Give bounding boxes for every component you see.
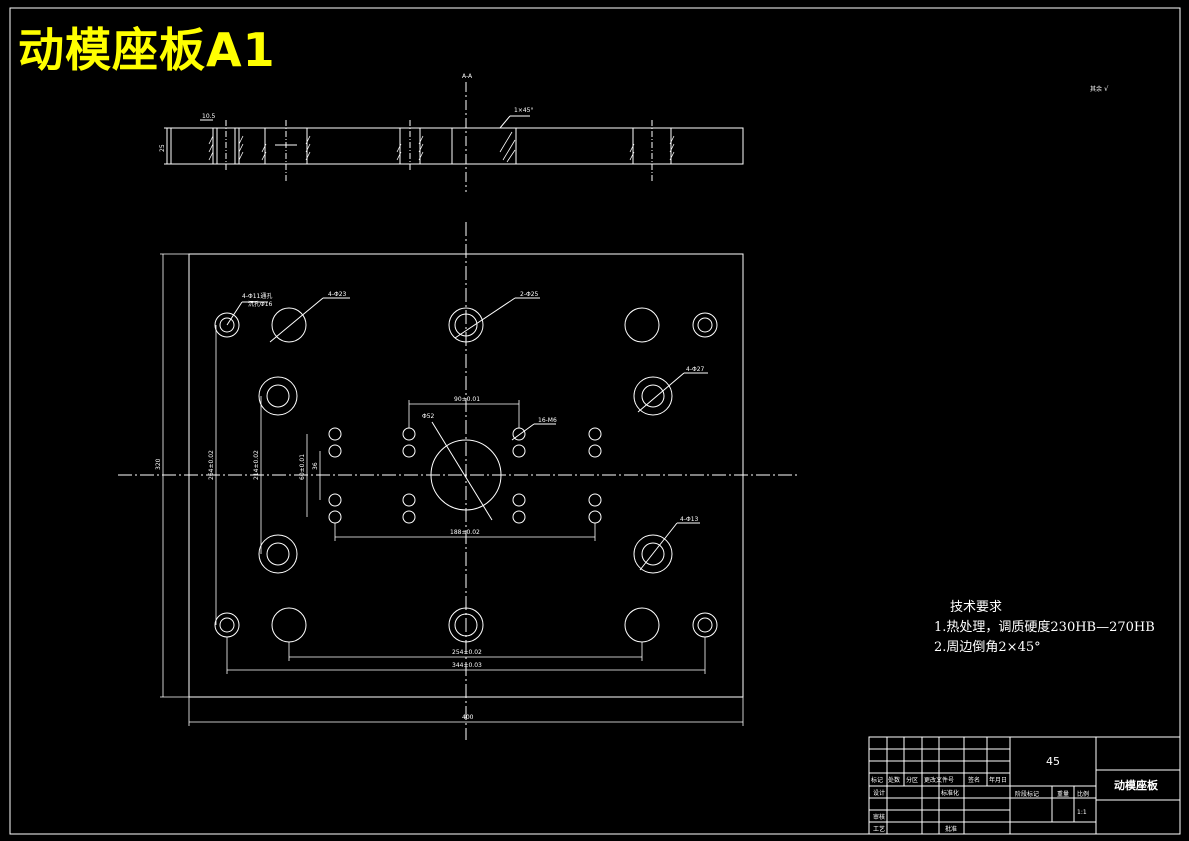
callout-hole-group-c: 4-Φ27	[686, 366, 705, 373]
hole-center	[448, 307, 484, 643]
dim-inner-w1: 254±0.02	[452, 649, 482, 656]
section-hole	[264, 120, 308, 182]
hole-group-b	[271, 307, 660, 643]
label-gongyi: 工艺	[873, 825, 885, 833]
header-biaoji: 标记	[871, 776, 883, 784]
dim-inner-w3: 188±0.02	[450, 529, 480, 536]
tech-requirements-heading: 技术要求	[950, 600, 1003, 615]
dim-inner-h4: 36	[312, 462, 319, 470]
callout-hole-group-a: 4-Φ11通孔	[242, 292, 272, 300]
label-scale: 比例	[1077, 790, 1089, 798]
callout-small-holes: 16-M6	[538, 417, 557, 424]
leader-lines	[226, 297, 708, 571]
label-stage: 阶段标记	[1015, 790, 1039, 798]
tech-requirement-item: 1.热处理，调质硬度230HB—270HB	[934, 620, 1155, 635]
small-holes	[328, 427, 602, 524]
dim-inner-h3: 60±0.01	[299, 454, 306, 480]
callout-hole-group-d: 4-Φ13	[680, 516, 699, 523]
page-title: 动模座板A1	[18, 23, 276, 77]
scale-value: 1:1	[1077, 809, 1087, 816]
plan-view	[118, 222, 800, 740]
section-view	[164, 82, 744, 192]
section-hole	[632, 120, 672, 182]
depth-label: 10.5	[202, 113, 216, 120]
plan-callouts: 4-Φ11通孔 沉孔Φ16 4-Φ23 2-Φ25 4-Φ27 4-Φ13 Φ5…	[155, 291, 705, 721]
chamfer-note: 1×45°	[514, 107, 533, 114]
label-weight: 重量	[1057, 790, 1069, 798]
section-label: A-A	[462, 73, 473, 80]
section-hole	[399, 120, 421, 172]
tech-requirement-item: 2.周边倒角2×45°	[934, 640, 1041, 655]
label-sheji: 设计	[873, 789, 885, 797]
dim-inner-w4: 90±0.01	[454, 396, 480, 403]
header-chushu: 处数	[888, 776, 900, 784]
tech-requirements: 技术要求 1.热处理，调质硬度230HB—270HB 2.周边倒角2×45°	[934, 598, 1155, 658]
dim-inner-h1: 214±0.02	[253, 450, 260, 480]
material: 45	[1046, 755, 1060, 768]
label-biaozhunhua: 标准化	[941, 789, 959, 797]
callout-hole-center: 2-Φ25	[520, 291, 539, 298]
roughness-symbol: √	[1104, 85, 1109, 93]
callout-center-bore: Φ52	[422, 413, 435, 420]
roughness-note: 其余	[1090, 85, 1102, 93]
section-hole	[212, 120, 240, 172]
callout-hole-group-b: 4-Φ23	[328, 291, 347, 298]
hole-group-c	[258, 376, 673, 574]
thickness-label: 25	[159, 144, 166, 152]
dimension-lines	[160, 253, 744, 726]
header-gaiwenjian: 更改文件号	[924, 776, 954, 784]
center-bore	[430, 439, 502, 511]
part-name: 动模座板	[1114, 778, 1159, 792]
title-block-text: 45 动模座板 1:1 标记 处数 分区 更改文件号 签名 年月日 设计 审核 …	[871, 755, 1159, 833]
dim-overall-height: 320	[155, 458, 162, 470]
header-nianyueri: 年月日	[989, 776, 1007, 784]
header-fenqu: 分区	[906, 776, 918, 784]
label-shenhe: 审核	[873, 813, 885, 821]
dim-inner-w2: 344±0.03	[452, 662, 482, 669]
callout-hole-group-a-sub: 沉孔Φ16	[248, 300, 273, 308]
dim-overall-width: 400	[462, 714, 474, 721]
section-center-bore	[451, 115, 530, 165]
title-block	[868, 736, 1181, 835]
label-pizhun: 批准	[945, 825, 957, 833]
dim-inner-h2: 264±0.02	[208, 450, 215, 480]
header-qianming: 签名	[968, 776, 980, 784]
drawing-frame	[9, 7, 1181, 835]
